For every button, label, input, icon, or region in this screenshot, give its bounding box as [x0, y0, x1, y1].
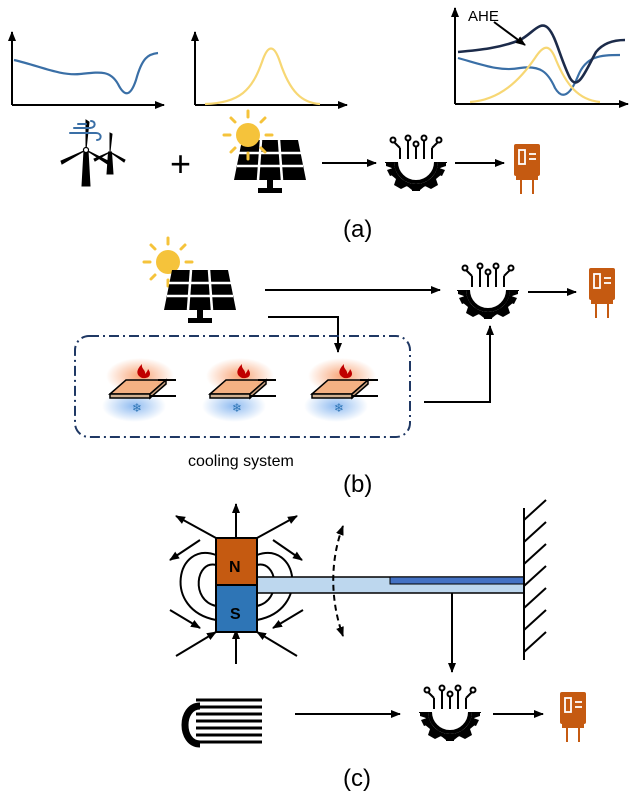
panel-a-label: (a): [343, 216, 372, 243]
capacitor-icon: [559, 691, 587, 743]
solar-panel-icon: [232, 138, 308, 195]
flow-arrow: [424, 325, 494, 403]
panel-b-label: (b): [343, 471, 372, 498]
capacitor-icon: [513, 143, 541, 195]
oscillation-arrow: [332, 525, 344, 637]
panel-a: AHE +: [7, 7, 629, 243]
solar-series: [469, 46, 601, 104]
thermoelectric-module-icon: [303, 357, 379, 423]
ahe-pointer-arrow: [493, 21, 526, 46]
field-arrows: [169, 503, 304, 664]
panel-c-label: (c): [343, 765, 371, 792]
ahe-annotation: AHE: [468, 8, 499, 25]
wind-turbine-icon: [60, 119, 126, 187]
wall-hatch-icon: [523, 499, 547, 660]
plus-icon: +: [170, 143, 191, 184]
hybrid-power-plot: AHE: [451, 7, 629, 108]
capacitor-icon: [588, 267, 616, 319]
bar-magnet-icon: N S: [215, 537, 258, 633]
ahe-series: [457, 24, 626, 84]
power-management-gear-icon: [417, 683, 483, 743]
wind-power-plot: [7, 31, 165, 109]
magnet-south-label: S: [230, 606, 241, 623]
wind-series: [457, 53, 621, 96]
wind-icon: [69, 120, 102, 141]
thermoelectric-module-icon: [201, 357, 277, 423]
flow-arrow: [268, 316, 342, 353]
panel-b: cooling system (b): [74, 236, 616, 498]
thermoelectric-module-icon: [101, 357, 177, 423]
sun-icon: [222, 109, 274, 161]
solar-power-curve: [204, 47, 321, 106]
cooling-system-box: [74, 335, 411, 438]
piezo-strip: [389, 576, 525, 585]
solar-panel-icon: [162, 268, 238, 325]
wind-power-curve: [13, 51, 159, 95]
panel-c: N S: [169, 499, 587, 792]
magnet-north-label: N: [229, 559, 241, 576]
solar-power-plot: [191, 31, 348, 109]
cooling-system-caption: cooling system: [188, 453, 294, 470]
coil-icon: [181, 698, 262, 748]
power-management-gear-icon: [383, 133, 449, 193]
power-management-gear-icon: [455, 261, 521, 321]
